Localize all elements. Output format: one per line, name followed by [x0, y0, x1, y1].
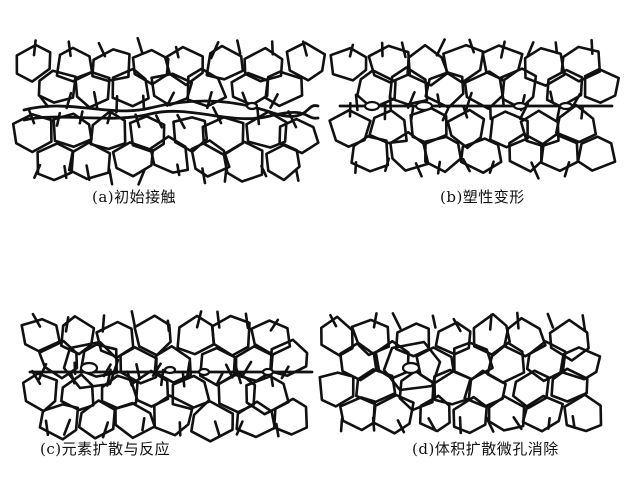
a-lower-grain [113, 142, 153, 176]
c-lower-spike [215, 422, 219, 437]
a-lower-spike [296, 170, 298, 181]
b-upper-grain [331, 48, 366, 80]
a-lower-grain [174, 117, 207, 151]
b-upper-spike [592, 40, 593, 53]
panel-c-element-diffusion [22, 311, 312, 441]
d-body-spike [393, 313, 400, 328]
d-body-spike [433, 316, 436, 328]
c-pore [263, 369, 273, 375]
b-pore [365, 102, 379, 110]
d-body-spike [341, 419, 342, 431]
c-upper-spike [103, 316, 104, 332]
b-pore [560, 103, 572, 109]
b-upper-grain [525, 48, 564, 85]
a-upper-spike [272, 42, 273, 55]
c-upper-spike [66, 317, 68, 331]
c-upper-spike [217, 312, 219, 328]
d-body-grain [352, 320, 389, 355]
b-upper-spike [556, 42, 557, 52]
panel-a-initial-contact [13, 38, 325, 184]
b-lower-spike [411, 108, 413, 120]
b-upper-grain [426, 73, 464, 108]
c-pore [81, 363, 97, 373]
b-lower-spike [490, 162, 494, 173]
c-upper-grain [178, 316, 214, 354]
b-upper-spike [502, 91, 503, 105]
c-pore [165, 367, 175, 373]
d-body-spike [373, 418, 374, 430]
panel-b-plastic-deformation [330, 40, 619, 179]
b-lower-grain [578, 137, 615, 171]
a-lower-spike [109, 169, 112, 184]
a-lower-grain [266, 145, 299, 180]
d-pore [403, 363, 419, 373]
c-lower-spike [64, 420, 70, 435]
c-lower-spike [276, 424, 278, 436]
d-body-spike [517, 313, 518, 328]
a-upper-grain [232, 73, 268, 105]
a-pore [247, 103, 257, 109]
b-upper-spike [402, 43, 405, 57]
b-pore [514, 103, 526, 109]
caption-c: (c)元素扩散与反应 [40, 438, 170, 459]
b-upper-spike [501, 42, 504, 58]
d-body-spike [490, 315, 491, 330]
c-lower-spike [46, 421, 48, 435]
d-body-spike [548, 418, 549, 428]
c-upper-spike [246, 314, 248, 328]
b-lower-grain [390, 132, 428, 170]
b-upper-grain [585, 69, 619, 103]
d-body-spike [573, 416, 575, 427]
b-lower-spike [438, 162, 440, 173]
c-lower-grain [79, 401, 115, 439]
b-upper-grain [408, 45, 448, 85]
a-upper-spike [34, 40, 36, 55]
d-body-spike [548, 314, 553, 327]
b-pore [416, 102, 432, 110]
b-lower-spike [581, 107, 582, 118]
a-lower-spike [225, 168, 226, 181]
a-upper-spike [69, 42, 71, 56]
caption-a: (a)初始接触 [92, 186, 176, 207]
c-lower-spike [183, 372, 184, 386]
d-body-spike [460, 417, 461, 433]
d-body-grain [550, 320, 589, 361]
a-upper-grain [266, 72, 303, 106]
d-body-spike [374, 313, 376, 327]
d-body-grain [504, 318, 545, 356]
a-upper-spike [143, 96, 144, 110]
c-lower-spike [142, 418, 144, 430]
a-lower-grain [224, 142, 262, 182]
b-upper-spike [350, 45, 353, 56]
caption-b: (b)塑性变形 [440, 186, 525, 207]
a-lower-spike [177, 165, 179, 175]
a-lower-grain [38, 143, 74, 180]
a-upper-grain [245, 48, 283, 81]
a-lower-spike [57, 113, 60, 125]
a-upper-spike [237, 41, 240, 54]
b-lower-spike [355, 162, 356, 173]
panel-d-volume-diffusion [320, 313, 601, 433]
a-lower-spike [257, 109, 258, 124]
a-upper-spike [138, 38, 142, 52]
c-pore [199, 369, 209, 375]
d-body-grain [320, 373, 354, 407]
b-lower-spike [385, 159, 389, 171]
c-lower-grain [116, 403, 155, 438]
c-lower-grain [274, 399, 307, 435]
a-lower-spike [202, 169, 205, 183]
a-lower-grain [151, 137, 188, 173]
c-lower-spike [103, 422, 108, 437]
c-upper-spike [132, 311, 135, 326]
a-lower-spike [64, 166, 66, 178]
caption-d: (d)体积扩散微孔消除 [412, 438, 559, 459]
a-upper-grain [92, 49, 129, 81]
c-upper-spike [168, 321, 169, 331]
b-upper-spike [356, 95, 357, 110]
